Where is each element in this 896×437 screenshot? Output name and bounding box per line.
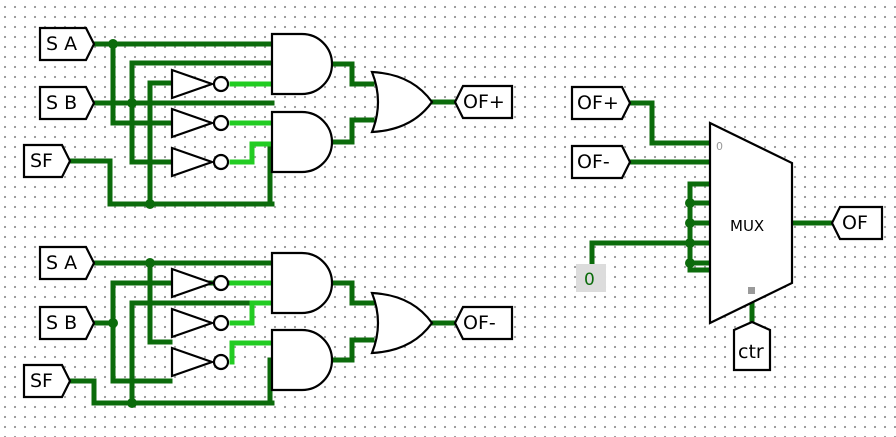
wire-junction [685,238,695,248]
not-gate[interactable] [170,146,230,178]
output-pin-of-plus[interactable]: OF+ [453,84,514,120]
pin-label: OF- [577,151,610,173]
pin-label: ctr [738,341,764,363]
not-gate[interactable] [170,307,230,339]
input-pin-ctr[interactable]: ctr [732,320,772,372]
wire [147,260,173,345]
pin-label: SF [30,370,53,392]
input-pin-sf[interactable]: SF [22,363,72,399]
wire-junction [145,258,155,268]
mux-select-port [748,287,755,294]
and-gate[interactable] [270,110,334,174]
wire-junction [108,39,118,49]
not-gate[interactable] [170,107,230,139]
multiplexer[interactable] [708,121,794,325]
wire-junction [127,398,137,408]
wire [627,100,713,146]
constant-zero[interactable]: 0 [576,264,606,292]
wire-junction [685,258,695,268]
wire [67,158,275,207]
wire [329,117,375,145]
input-pin-sb[interactable]: S B [38,85,96,121]
or-gate[interactable] [370,70,434,134]
wire-junction [685,198,695,208]
wire [589,240,713,266]
and-gate[interactable] [270,328,334,392]
input-pin-sf[interactable]: SF [22,143,72,179]
input-pin-sa[interactable]: S A [38,245,96,281]
pin-label: SF [30,150,53,172]
not-gate[interactable] [170,68,230,100]
circuit-1: S A S B SF OF+ [22,26,514,209]
input-pin-of-plus[interactable]: OF+ [570,85,632,121]
pin-label: OF- [463,312,496,334]
active-wire [229,340,275,365]
pin-label: S A [46,252,77,274]
not-gate[interactable] [170,346,230,378]
wire [129,60,173,165]
output-pin-of-minus[interactable]: OF- [453,305,514,341]
and-gate[interactable] [270,32,334,96]
active-wire [229,300,275,326]
wire [329,280,375,306]
wire-junction [685,218,695,228]
input-pin-sb[interactable]: S B [38,305,96,341]
mux-label: MUX [730,217,764,235]
constant-label: 0 [584,270,595,290]
pin-label: S A [46,33,77,55]
mux-select0-marker: 0 [716,140,723,153]
pin-label: OF [842,212,868,234]
wire [67,378,275,406]
wire-junction [145,199,155,209]
mux-circuit: MUX 0 OF+ OF- 0 ctr OF [570,85,884,372]
circuit-2: S A S B SF OF- [22,245,514,408]
active-wire [229,141,275,165]
wire [110,280,173,384]
input-pin-of-minus[interactable]: OF- [570,144,632,180]
and-gate[interactable] [270,251,334,315]
output-pin-of[interactable]: OF [830,205,884,241]
pin-label: S B [46,92,77,114]
wire-junction [127,98,137,108]
not-gate[interactable] [170,267,230,299]
pin-label: S B [46,312,77,334]
wire-junction [108,318,118,328]
pin-label: OF+ [463,91,505,113]
or-gate[interactable] [370,291,434,355]
pin-label: OF+ [577,92,619,114]
wire [329,61,375,87]
wire [329,337,375,363]
input-pin-sa[interactable]: S A [38,26,96,62]
